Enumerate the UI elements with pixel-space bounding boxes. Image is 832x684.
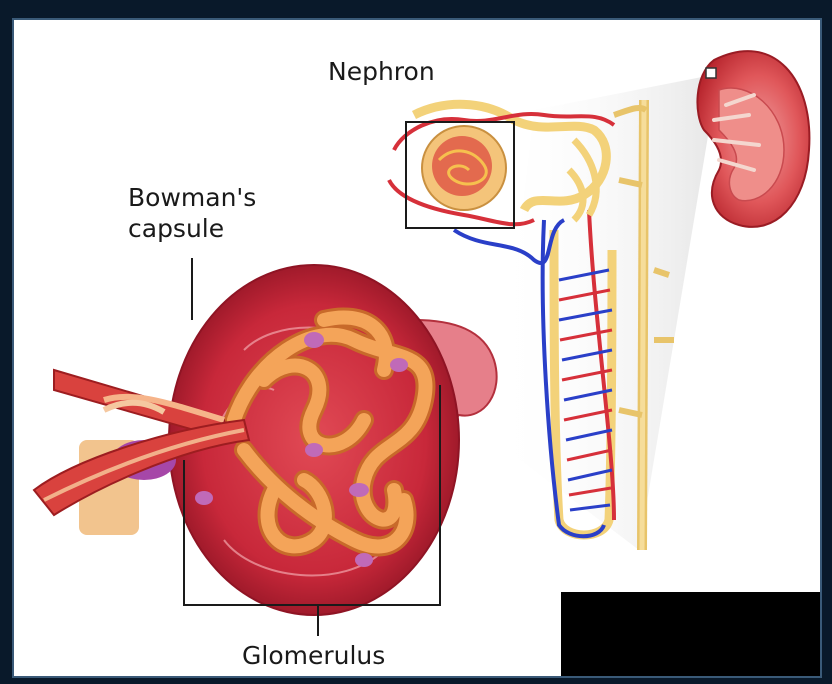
- nephron-glomerulus-inset: [406, 122, 514, 228]
- nephron-label: Nephron: [328, 56, 435, 87]
- redacted-overlay: [561, 592, 822, 678]
- bowmans-capsule-label: Bowman's capsule: [128, 182, 256, 244]
- illustration-panel: Nephron Bowman's capsule Glomerulus: [12, 18, 822, 678]
- glomerulus-label: Glomerulus: [242, 640, 385, 671]
- nephron-illustration: [14, 20, 822, 678]
- bowmans-capsule-label-line2: capsule: [128, 213, 256, 244]
- kidney-icon: [697, 51, 809, 227]
- bowmans-capsule-label-line1: Bowman's: [128, 182, 256, 213]
